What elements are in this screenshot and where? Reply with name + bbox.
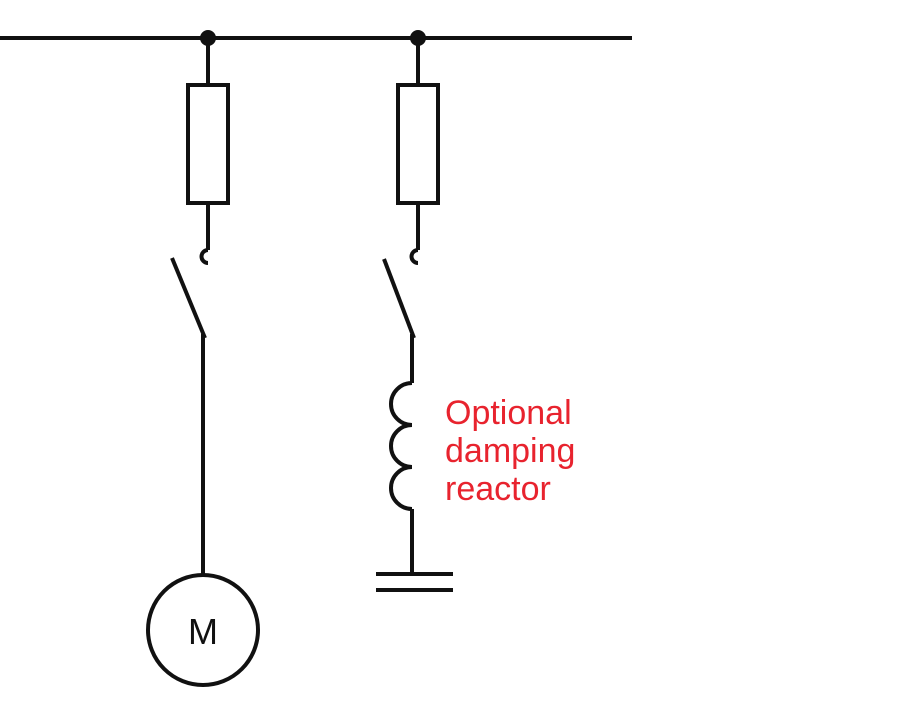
capacitor-feeder-switch-blade bbox=[382, 258, 416, 339]
motor-feeder-fuse bbox=[186, 83, 230, 205]
motor-feeder-switch-blade bbox=[170, 257, 207, 339]
reactor-annotation-line-1: Optional bbox=[445, 394, 572, 432]
damping-reactor-coil bbox=[389, 381, 413, 511]
motor-symbol bbox=[146, 573, 260, 687]
reactor-annotation-line-3: reactor bbox=[445, 470, 551, 508]
motor-feeder: M bbox=[146, 38, 260, 687]
capacitor-feeder-fixed-contact bbox=[409, 248, 419, 265]
capacitor-feeder-fuse bbox=[396, 83, 440, 205]
motor-label: M bbox=[188, 611, 218, 652]
reactor-annotation-line-2: damping bbox=[445, 432, 575, 470]
capacitor-feeder bbox=[376, 38, 453, 592]
reactor-annotation: Optional damping reactor bbox=[445, 394, 585, 508]
motor-feeder-fixed-contact bbox=[199, 248, 209, 265]
